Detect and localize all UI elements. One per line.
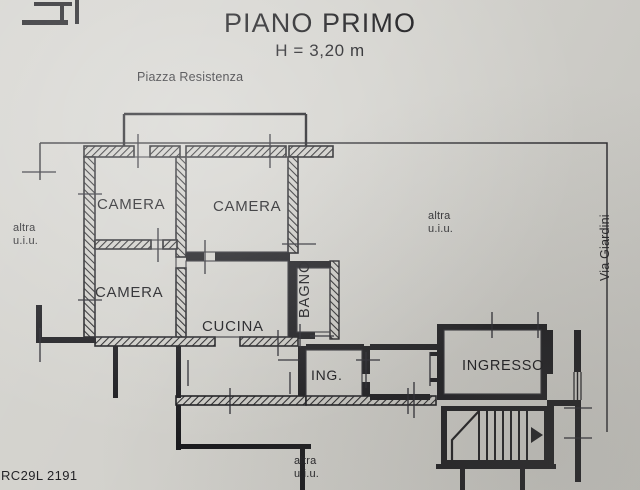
room-label-camera-2: CAMERA [213, 198, 282, 215]
staircase-treads [450, 410, 528, 460]
adjacent-unit-right-line1: altra [428, 210, 451, 222]
room-label-camera-1: CAMERA [97, 196, 166, 213]
bottom-corridor-wall [175, 395, 437, 450]
property-boundary [39, 142, 608, 432]
bagno-walls [288, 260, 340, 340]
ceiling-height-label: H = 3,20 m [275, 41, 365, 60]
top-exterior-wall [83, 145, 334, 158]
lower-right-rooms [300, 406, 554, 490]
adjacent-unit-right-line2: u.i.u. [428, 223, 454, 235]
page-title: PIANO PRIMO [223, 8, 417, 38]
adjacent-unit-bottom-line1: altra [294, 455, 317, 467]
adjacent-unit-right: altra u.i.u. [428, 210, 453, 236]
right-exterior-wall [547, 330, 582, 482]
room-label-camera-3: CAMERA [95, 284, 164, 301]
interior-wall-horizontal-cameras [94, 239, 178, 250]
adjacent-unit-left-line2: u.i.u. [13, 235, 39, 247]
balcony-outline [122, 112, 308, 151]
left-exterior-wall [83, 156, 96, 338]
adjacent-unit-left: altra u.i.u. [13, 222, 38, 248]
room-label-ing: ING. [311, 367, 343, 383]
interior-wall-camera-cucina [186, 252, 290, 261]
stair-direction-arrow [531, 427, 543, 443]
staircase-walls [436, 406, 556, 469]
room-label-bagno: BAGNO [297, 260, 313, 318]
room-outlines [94, 156, 542, 397]
drawing-reference-code: RC29L 2191 [1, 468, 78, 483]
top-left-wall-fragment [22, 0, 79, 25]
interior-wall-bagno-left [287, 156, 299, 254]
connector-corridor [370, 344, 438, 400]
middle-divider-wall [176, 346, 181, 398]
room-label-ingresso: INGRESSO [462, 358, 545, 374]
dimension-ticks [22, 134, 592, 439]
room-label-cucina: CUCINA [202, 318, 264, 335]
adjacent-unit-bottom: altra u.i.u. [294, 455, 319, 481]
cucina-bottom-wall [94, 336, 299, 347]
adjacent-unit-bottom-line2: u.i.u. [294, 468, 320, 480]
lower-left-walls [36, 305, 118, 398]
street-label-piazza: Piazza Resistenza [137, 70, 244, 84]
street-label-via: Via Giardini [598, 214, 612, 281]
adjacent-unit-left-line1: altra [13, 222, 36, 234]
